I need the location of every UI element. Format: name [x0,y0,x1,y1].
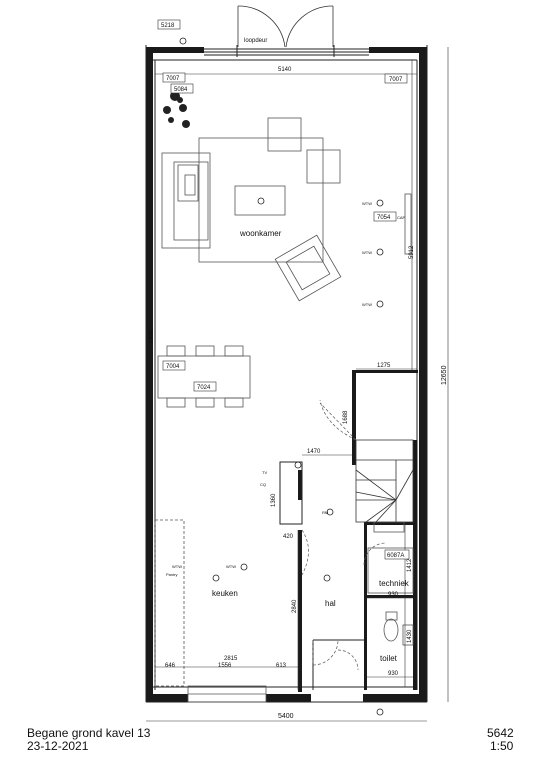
dimension-label: 613 [276,663,287,669]
drawing-date: 23-12-2021 [27,739,89,753]
plant-icon [163,91,190,128]
cq-label: CQ [260,482,266,487]
wtw-label: WTW [226,564,236,569]
dimension-label: 2840 [292,599,298,613]
dimension-label: 930 [388,671,399,677]
dimension-lines [146,47,449,722]
dimension-label: 1688 [343,410,349,424]
dimension-label: 646 [165,663,176,669]
furniture [154,117,414,703]
dimension-label: 1470 [307,449,321,455]
wtw-label: WTW [362,250,372,255]
dimension-label: 2815 [224,656,238,662]
dimension-label: 5400 [278,713,294,720]
dimension-label: 1412 [407,558,413,572]
drawing-title: Begane grond kavel 13 [27,726,151,740]
code-label: 5084 [174,87,188,93]
room-hal: hal [325,599,336,608]
door-label: loopdeur [244,38,267,44]
pantry-label: Pantry [166,572,178,577]
dimension-label: 1800 [149,329,155,343]
dimension-label: 12650 [441,365,448,385]
code-label: 5218 [161,23,175,29]
cap-label: CAP [397,215,406,220]
code-label: 7054 [377,215,391,221]
dimension-label: 1275 [377,363,391,369]
walls [146,47,427,702]
drawing-number: 5642 [487,726,514,740]
code-label: 7024 [197,385,211,391]
code-label: 7007 [389,77,403,83]
rm-label: RM [322,510,328,515]
dimension-label: 1430 [407,629,413,643]
tv-label: TV [262,470,267,475]
top-window [204,45,369,57]
wtw-label: WTW [362,201,372,206]
staircase [355,439,414,523]
code-boxes [157,19,410,560]
room-techniek: techniek [379,579,410,588]
wtw-label: WTW [172,564,182,569]
room-toilet: toilet [380,654,398,663]
code-label: 7007 [166,76,180,82]
room-woonkamer: woonkamer [239,229,282,238]
loopdeur-door [237,5,334,48]
code-label: 6087A [387,553,404,559]
door-swings [301,399,387,671]
wtw-label: WTW [362,302,372,307]
room-keuken: keuken [212,589,238,598]
code-label: 7004 [166,364,180,370]
drawing-scale: 1:50 [490,739,514,753]
dimension-label: 5140 [278,67,292,73]
dimension-label: 420 [283,534,294,540]
dimension-label: 1360 [271,493,277,507]
fixture-symbols [179,37,384,716]
dimension-label: 5912 [409,245,415,259]
interior-walls [298,370,418,692]
dimension-label: 930 [388,592,399,598]
dimension-label: 1556 [218,663,232,669]
